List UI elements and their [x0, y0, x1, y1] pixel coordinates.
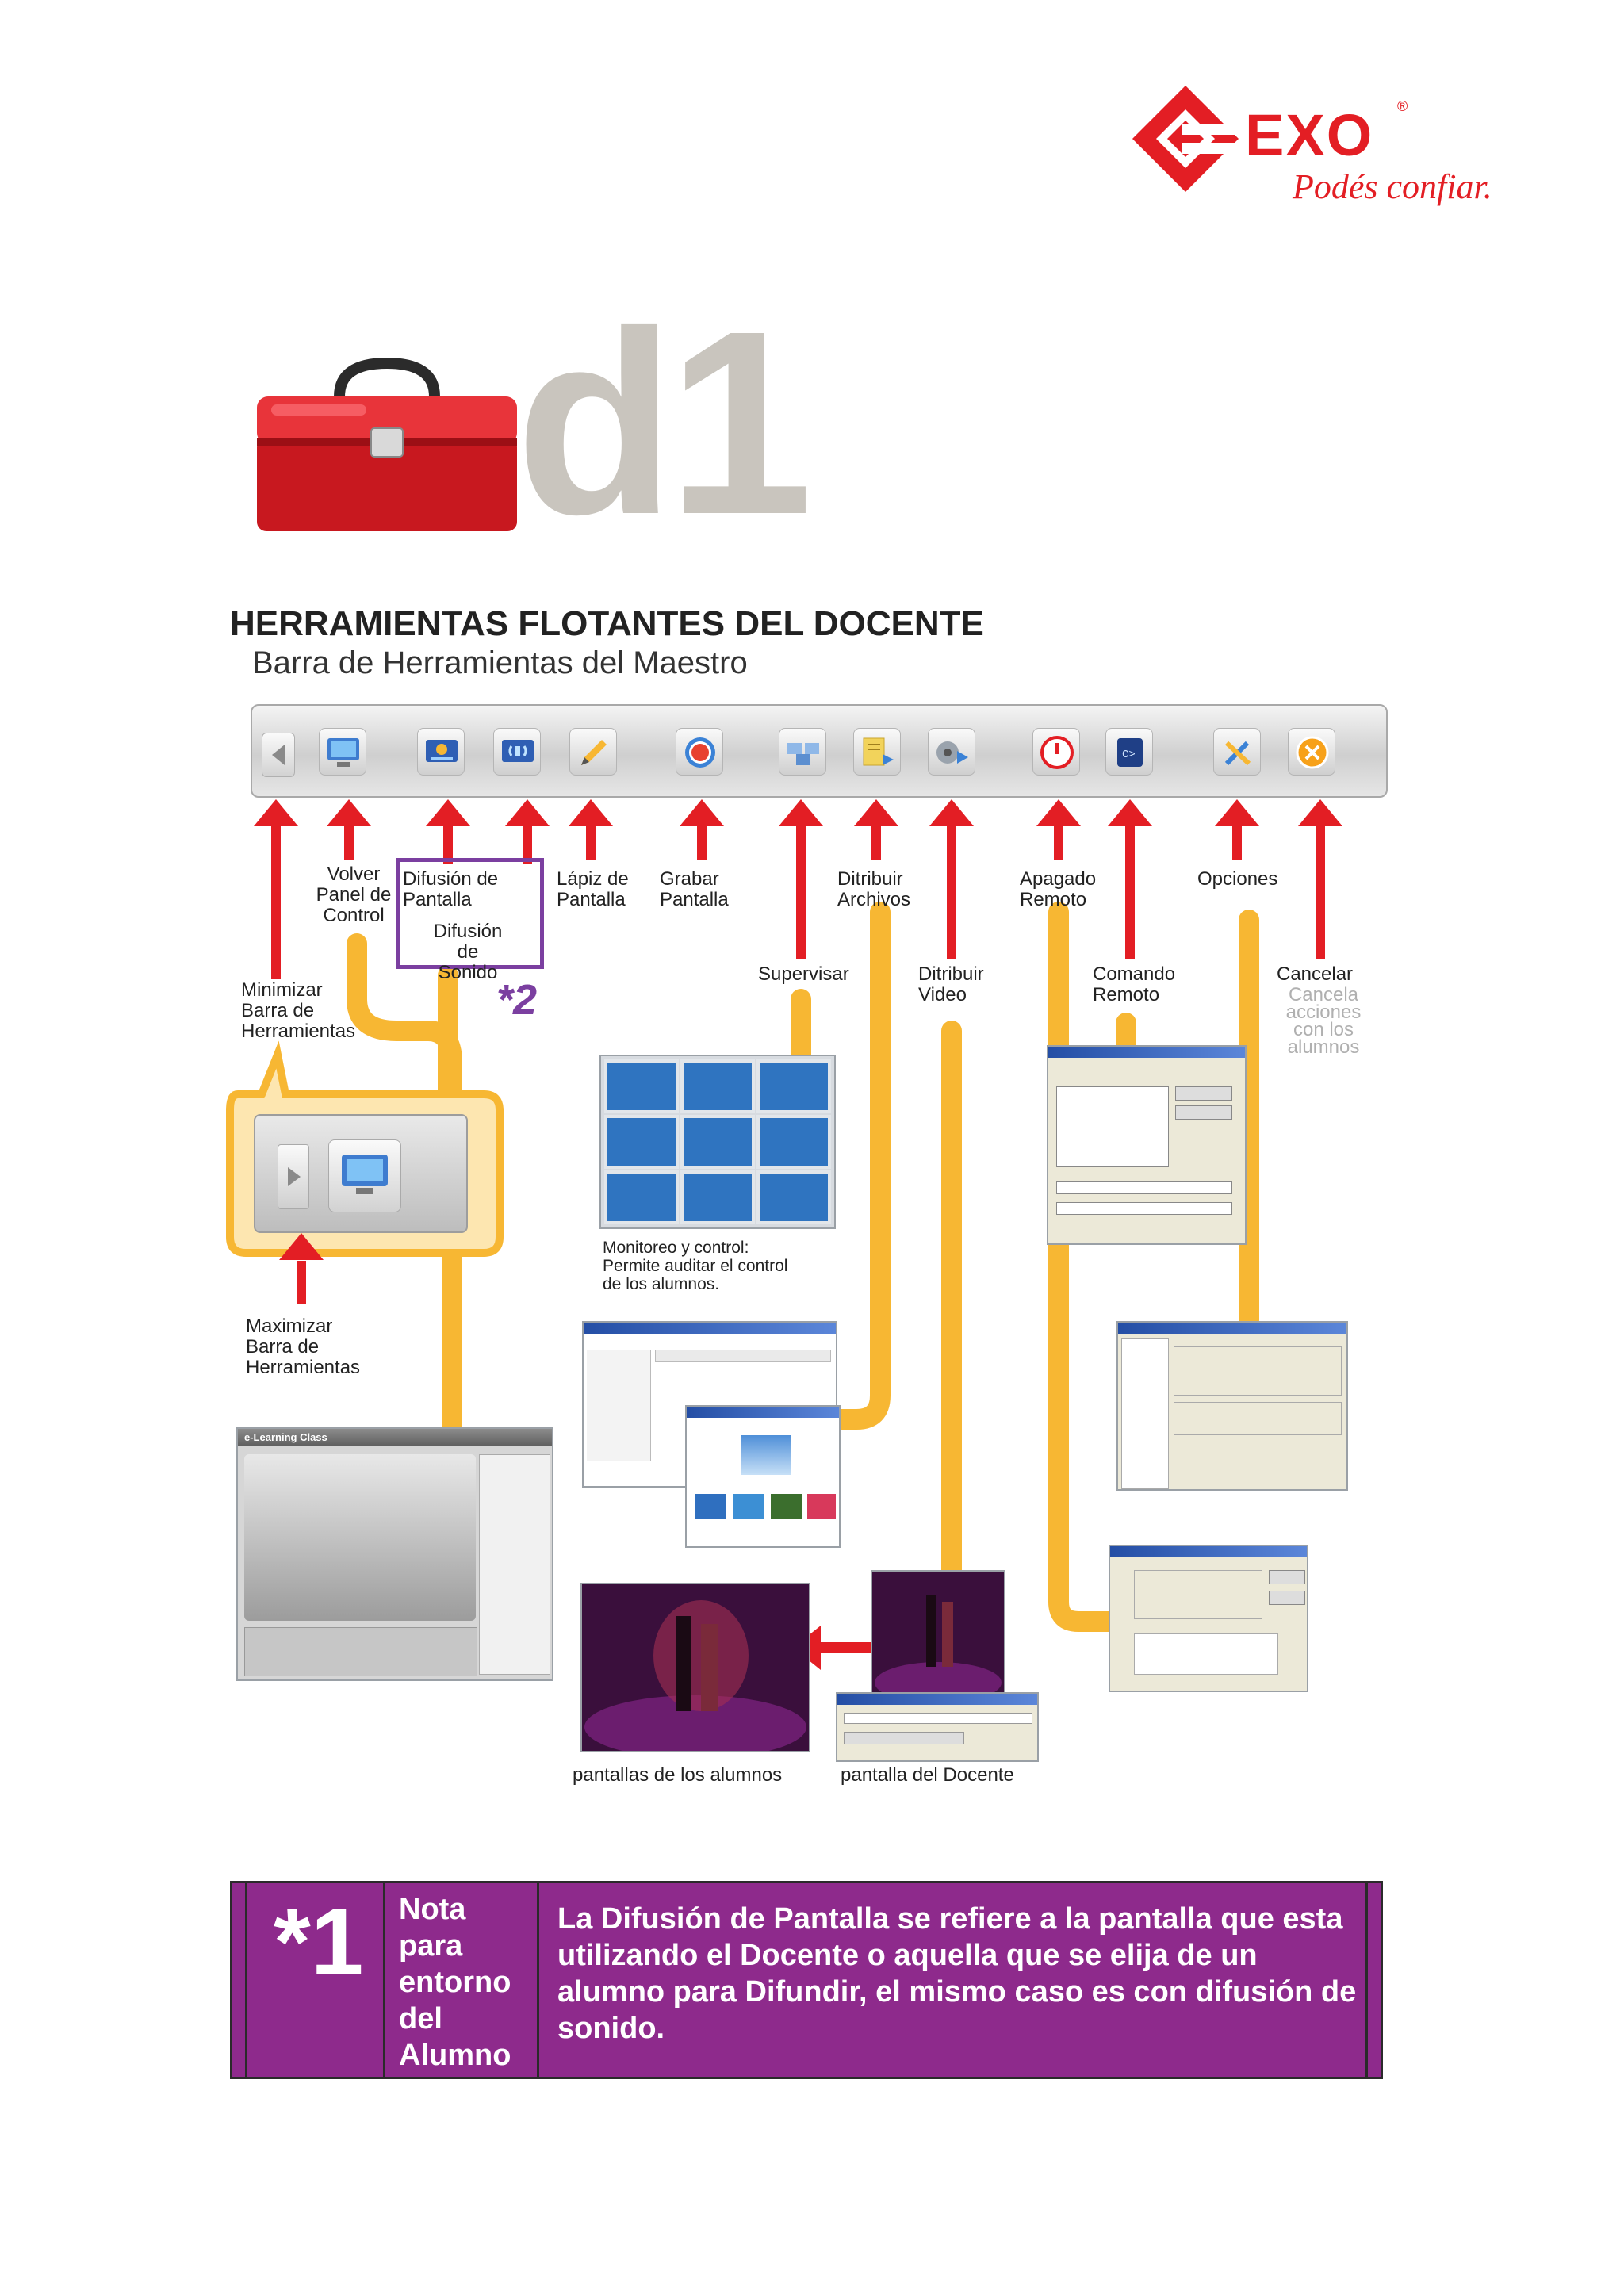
student-screens-grid-icon — [604, 1059, 831, 1224]
toolbox-illustration — [252, 349, 522, 539]
toolbar-video-button[interactable] — [928, 728, 975, 776]
monitor-icon — [327, 738, 359, 767]
toolbar-minimize-button[interactable] — [262, 733, 295, 777]
note-text: La Difusión de Pantalla se refiere a la … — [557, 1902, 1357, 2045]
media-player-screenshot — [836, 1692, 1039, 1762]
chapter-label: d1 — [515, 276, 813, 569]
label-supervisar: Supervisar — [758, 963, 849, 985]
note-marker: *1 — [274, 1889, 364, 1995]
brand-tagline: Podés confiar. — [1293, 167, 1492, 206]
note-divider-left — [245, 1883, 247, 2077]
sound-broadcast-icon — [502, 740, 534, 762]
record-icon — [685, 737, 715, 768]
toolbar-difusion-pantalla-button[interactable] — [417, 728, 465, 776]
distribute-files-icon — [863, 737, 894, 766]
note-divider-right — [1365, 1883, 1368, 2077]
monitoring-screenshot — [599, 1055, 836, 1229]
label-grabar: Grabar Pantalla — [660, 868, 729, 910]
minimize-arrow-icon — [272, 745, 285, 765]
toolbar-comando-button[interactable]: C> — [1105, 728, 1153, 776]
label-cancelar-sub: Cancela acciones con los alumnos — [1285, 984, 1362, 1058]
toolbar-apagado-button[interactable] — [1032, 728, 1080, 776]
label-pantallas-alumnos: pantallas de los alumnos — [573, 1764, 783, 1786]
registered-mark: ® — [1397, 98, 1408, 114]
note-divider-mid2 — [537, 1883, 539, 2077]
screen-broadcast-icon — [426, 740, 458, 762]
student-video-screen — [580, 1583, 810, 1759]
monitor-icon — [342, 1155, 388, 1194]
file-gallery-screenshot — [685, 1405, 841, 1548]
remote-shutdown-screenshot — [1109, 1545, 1308, 1692]
toolbar-supervisar-button[interactable] — [779, 728, 826, 776]
label-difusion-sonido: Difusión de Sonido — [433, 921, 503, 983]
svg-text:C>: C> — [1122, 749, 1136, 761]
toolbar-difusion-sonido-button[interactable] — [493, 728, 541, 776]
dancers-image — [582, 1584, 809, 1759]
power-icon — [1040, 736, 1074, 769]
label-minimizar: Minimizar Barra de Herramientas — [241, 979, 356, 1042]
toolbar-volver-button[interactable] — [319, 728, 366, 776]
app-window-title: e-Learning Class — [244, 1431, 327, 1443]
remote-command-screenshot — [1047, 1045, 1247, 1245]
label-cancelar: Cancelar — [1277, 963, 1354, 985]
options-screenshot — [1116, 1321, 1348, 1491]
toolbar-grabar-button[interactable] — [676, 728, 723, 776]
connector-apagado — [1048, 902, 1120, 1632]
toolbar-lapiz-button[interactable] — [569, 728, 617, 776]
maximize-monitor-button[interactable] — [328, 1139, 401, 1212]
label-distribuir-archivos: Ditribuir Archivos — [837, 868, 911, 910]
note-heading: Nota para entorno del Alumno — [399, 1893, 511, 2072]
label-difusion-pantalla: Difusión de Pantalla — [403, 868, 499, 910]
maximized-toolbar-preview — [254, 1114, 468, 1233]
supervise-icon — [787, 743, 819, 765]
label-monitoreo: Monitoreo y control: Permite auditar el … — [603, 1239, 788, 1293]
label-maximizar: Maximizar Barra de Herramientas — [246, 1316, 361, 1378]
remote-command-icon: C> — [1117, 738, 1143, 767]
elearning-class-window: e-Learning Class — [236, 1427, 553, 1681]
label-volver: Volver Panel de Control — [316, 864, 392, 926]
toolbar-cancelar-button[interactable] — [1288, 728, 1335, 776]
toolbar-archivos-button[interactable] — [853, 728, 901, 776]
toolbox-icon — [257, 357, 517, 531]
note-box: *1 Nota para entorno del Alumno La Difus… — [230, 1881, 1383, 2079]
options-tools-icon — [1224, 741, 1251, 766]
exo-logo-icon — [1132, 86, 1245, 192]
label-apagado: Apagado Remoto — [1020, 868, 1097, 910]
maximize-arrow-icon — [288, 1167, 301, 1186]
label-distribuir-video: Ditribuir Video — [918, 963, 984, 1005]
difusion-callout-box — [396, 858, 544, 969]
label-comando: Comando Remoto — [1093, 963, 1176, 1005]
brand-name: EXO — [1245, 102, 1374, 168]
toolbar-opciones-button[interactable] — [1213, 728, 1261, 776]
page-subtitle: Barra de Herramientas del Maestro — [252, 645, 748, 680]
label-lapiz: Lápiz de Pantalla — [557, 868, 629, 910]
brand-logo: EXO ® Podés confiar. — [1126, 79, 1507, 206]
label-pantalla-docente: pantalla del Docente — [841, 1764, 1014, 1786]
connector-archivos — [822, 902, 891, 1430]
note-divider-mid1 — [383, 1883, 385, 2077]
teacher-video-screen — [871, 1570, 1005, 1703]
page-title: HERRAMIENTAS FLOTANTES DEL DOCENTE — [230, 604, 984, 643]
distribute-video-icon — [936, 741, 968, 764]
label-opciones: Opciones — [1197, 868, 1278, 890]
callout-note-marker: *2 — [496, 976, 538, 1024]
pencil-icon — [581, 740, 607, 765]
dancers-image — [872, 1572, 1004, 1703]
cancel-icon — [1296, 736, 1329, 769]
maximize-arrow-button[interactable] — [278, 1144, 309, 1209]
